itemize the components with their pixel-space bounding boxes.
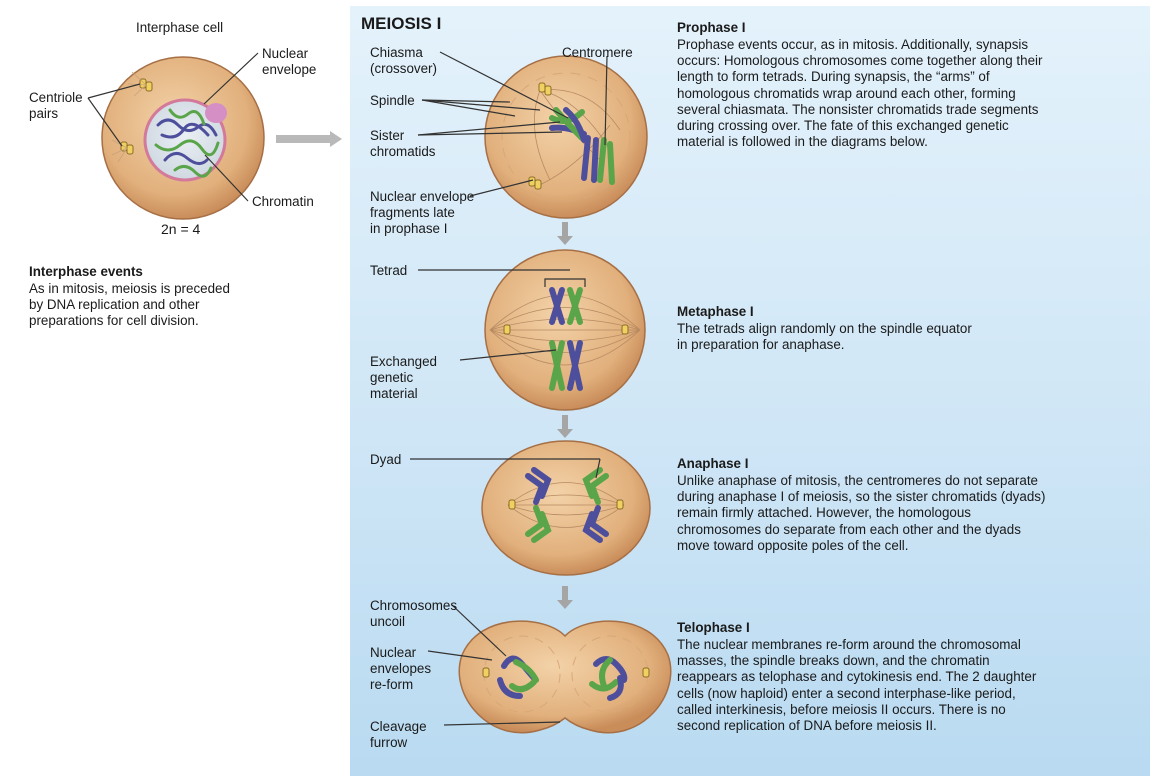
metaphase-cell bbox=[484, 249, 646, 411]
leader-lines bbox=[87, 51, 608, 726]
exchanged-genetic-label: Exchanged genetic material bbox=[370, 354, 438, 402]
metaphase-heading: Metaphase I bbox=[677, 304, 754, 319]
telophase-chromosomes bbox=[497, 655, 628, 701]
prophase-chromosomes bbox=[549, 107, 615, 185]
anaphase-cell bbox=[481, 440, 651, 576]
anaphase-dyads bbox=[525, 467, 609, 543]
down-arrow-icons bbox=[557, 222, 573, 609]
chromatin-label: Chromatin bbox=[252, 194, 314, 209]
ploidy-label: 2n = 4 bbox=[161, 221, 201, 237]
nuclear-envelope-label: Nuclear envelope bbox=[262, 46, 317, 78]
nucleolus bbox=[205, 103, 227, 123]
chiasma-label: Chiasma (crossover) bbox=[370, 45, 437, 77]
prophase-text: Prophase events occur, as in mitosis. Ad… bbox=[677, 37, 1043, 150]
chromosomes-uncoil-label: Chromosomes uncoil bbox=[370, 598, 458, 630]
centromere-label: Centromere bbox=[562, 45, 633, 60]
telophase-text: The nuclear membranes re-form around the… bbox=[677, 637, 1037, 734]
anaphase-heading: Anaphase I bbox=[677, 456, 749, 471]
transition-arrow-icon bbox=[276, 131, 342, 147]
sister-chromatids-label: Sister chromatids bbox=[370, 128, 436, 160]
prophase-cell bbox=[484, 55, 648, 219]
chromatin-strands bbox=[154, 108, 220, 178]
envelopes-reform-label: Nuclear envelopes re-form bbox=[370, 645, 432, 693]
centriole-pairs-label: Centriole pairs bbox=[29, 90, 83, 122]
interphase-cell-title: Interphase cell bbox=[136, 20, 224, 35]
metaphase-text: The tetrads align randomly on the spindl… bbox=[677, 321, 972, 353]
prophase-heading: Prophase I bbox=[677, 20, 746, 35]
interphase-events-text: As in mitosis, meiosis is preceded by DN… bbox=[29, 281, 230, 329]
cleavage-furrow-label: Cleavage furrow bbox=[370, 719, 427, 751]
interphase-events-heading: Interphase events bbox=[29, 264, 143, 279]
dyad-label: Dyad bbox=[370, 452, 402, 467]
nuclear-fragments-label: Nuclear envelope fragments late in proph… bbox=[370, 189, 475, 237]
spindle-label: Spindle bbox=[370, 93, 415, 108]
tetrad-label: Tetrad bbox=[370, 263, 408, 278]
telophase-heading: Telophase I bbox=[677, 620, 750, 635]
interphase-cell bbox=[101, 56, 265, 220]
telophase-cell bbox=[458, 620, 672, 734]
meiosis-title: MEIOSIS I bbox=[361, 14, 442, 33]
anaphase-text: Unlike anaphase of mitosis, the centrome… bbox=[677, 473, 1046, 553]
